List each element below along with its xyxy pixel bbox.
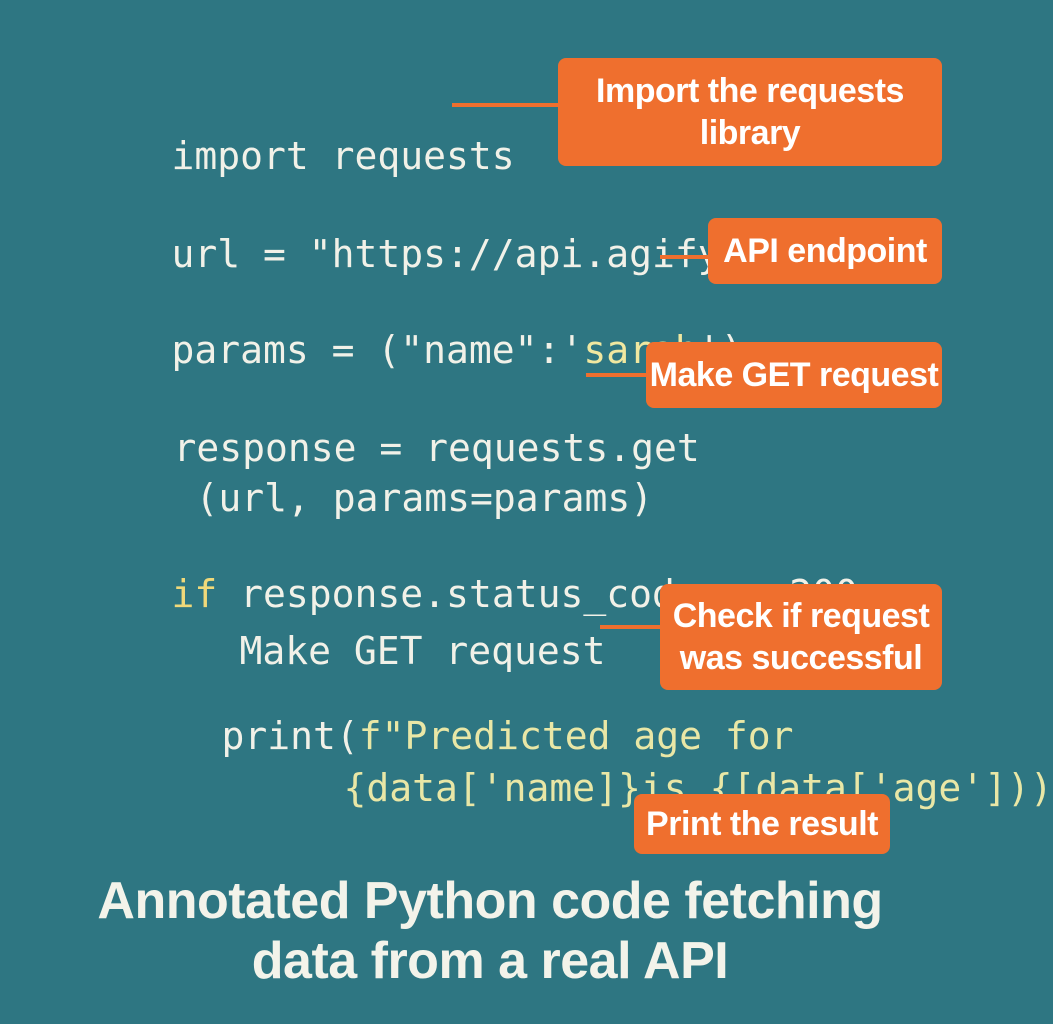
callout-label: Check if request was successful xyxy=(672,597,930,677)
callout-label: Print the result xyxy=(646,805,878,843)
code-text: params = ("name":' xyxy=(171,328,584,372)
callout-api-endpoint: API endpoint xyxy=(708,218,942,284)
code-line-comment: Make GET request xyxy=(148,585,606,717)
callout-import: Import the requests library xyxy=(558,58,942,166)
diagram-canvas: import requests url = "https://api.agify… xyxy=(80,58,1053,990)
code-fstring: f"Predicted age for xyxy=(358,714,794,758)
leader-line-import xyxy=(452,103,560,107)
code-text: response = requests.get xyxy=(173,426,700,470)
code-text: Make GET request xyxy=(239,629,606,673)
callout-label: API endpoint xyxy=(723,232,927,270)
leader-line-endpoint xyxy=(660,255,710,259)
code-keyword: if xyxy=(171,572,218,616)
callout-print-result: Print the result xyxy=(634,794,890,854)
code-text: (url, params=params) xyxy=(195,476,654,520)
callout-label: Import the requests library xyxy=(596,72,904,152)
callout-get-request: Make GET request xyxy=(646,342,942,408)
callout-label: Make GET request xyxy=(649,356,939,394)
code-line-params: params = ("name":'sarah') xyxy=(80,284,744,416)
diagram-caption-line-1: Annotated Python code fetching xyxy=(97,872,883,930)
code-line-print: print(f"Predicted age for xyxy=(130,670,794,802)
code-text: print( xyxy=(221,714,359,758)
diagram-caption-line-2: data from a real API xyxy=(251,932,729,990)
code-line-response-args: (url, params=params) xyxy=(104,432,654,564)
leader-line-check xyxy=(600,625,662,629)
code-text: import requests xyxy=(171,134,515,178)
code-line-import: import requests xyxy=(80,90,515,222)
callout-check-success: Check if request was successful xyxy=(660,584,942,690)
code-line-response: response = requests.get xyxy=(82,382,700,514)
leader-line-get xyxy=(586,373,648,377)
